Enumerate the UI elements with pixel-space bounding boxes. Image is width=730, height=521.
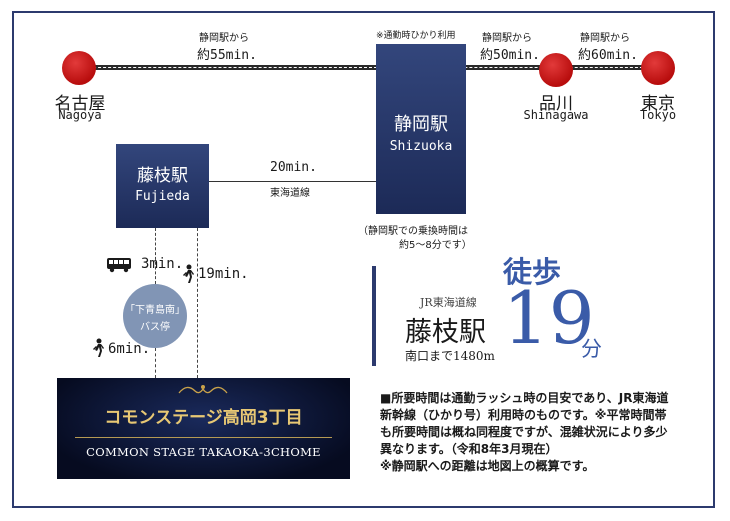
- shinagawa-time: 約50min.: [480, 48, 540, 63]
- walk-info-exit: 南口まで1480m: [405, 349, 495, 363]
- nagoya-time: 約55min.: [197, 48, 257, 63]
- shinagawa-label-en: Shinagawa: [523, 108, 589, 122]
- note-line: ※静岡駅への距離は地図上の概算です。: [380, 459, 595, 473]
- shinagawa-label: 品川: [539, 94, 573, 114]
- shizuoka-label-en: Shizuoka: [389, 139, 453, 154]
- bus-route-dashed-lower: [155, 348, 156, 378]
- walk-label: 徒歩: [503, 255, 562, 289]
- walking-person-icon: [90, 338, 106, 358]
- walk-info-station: 藤枝駅: [405, 317, 486, 348]
- fujieda-label-en: Fujieda: [135, 189, 190, 204]
- property-name: コモンステージ高岡3丁目: [104, 408, 303, 428]
- bus-stop-circle: 「下青島南」 バス停: [123, 284, 187, 348]
- fujieda-shizuoka-time: 20min.: [270, 160, 317, 175]
- bus-time: 3min.: [141, 256, 184, 272]
- bus-icon: [106, 257, 132, 273]
- tokyo-time: 約60min.: [578, 48, 638, 63]
- shinkansen-rail-line: [78, 65, 658, 70]
- bus-stop-name: 「下青島南」: [125, 305, 185, 316]
- walk-stop-time: 6min.: [108, 341, 151, 357]
- walking-person-icon: [180, 264, 196, 284]
- shizuoka-station-box: 静岡駅 Shizuoka: [376, 44, 466, 214]
- fujieda-station-box: 藤枝駅 Fujieda: [116, 144, 209, 228]
- property-name-en: COMMON STAGE TAKAOKA-3CHOME: [86, 445, 321, 459]
- walk-unit: 分: [581, 337, 602, 361]
- bus-stop-label: バス停: [140, 322, 170, 333]
- shinagawa-from-label: 静岡駅から: [482, 33, 532, 44]
- notes-block: ■所要時間は通勤ラッシュ時の目安であり、JR東海道新幹線（ひかり号）利用時のもの…: [380, 390, 670, 475]
- transfer-note-line1: （静岡駅での乗換時間は: [358, 226, 468, 237]
- shinagawa-station-marker: [539, 53, 573, 87]
- tokyo-from-label: 静岡駅から: [580, 33, 630, 44]
- nagoya-station-marker: [62, 51, 96, 85]
- transfer-note-line2: 約5～8分です）: [399, 240, 472, 251]
- shizuoka-hikari-note: ※通勤時ひかり利用: [376, 31, 456, 41]
- tokyo-label: 東京: [641, 94, 675, 114]
- fujieda-label: 藤枝駅: [137, 166, 188, 186]
- tokaido-line-connector: [209, 181, 376, 182]
- banner-divider: [75, 437, 332, 438]
- bus-route-dashed-upper: [155, 228, 156, 284]
- tokaido-line-label: 東海道線: [270, 188, 310, 199]
- walk-info-line: JR東海道線: [420, 296, 477, 309]
- map-frame: [12, 11, 715, 508]
- ornament-icon: [177, 382, 229, 396]
- walk-route-dashed: [197, 228, 198, 378]
- tokyo-label-en: Tokyo: [639, 108, 677, 122]
- nagoya-label-en: Nagoya: [58, 108, 102, 122]
- nagoya-label: 名古屋: [54, 94, 106, 114]
- nagoya-from-label: 静岡駅から: [199, 33, 249, 44]
- note-line: ■所要時間は通勤ラッシュ時の目安であり、JR東海道新幹線（ひかり号）利用時のもの…: [380, 391, 669, 456]
- property-banner: コモンステージ高岡3丁目 COMMON STAGE TAKAOKA-3CHOME: [57, 378, 350, 479]
- walk-info-bar: [372, 266, 376, 366]
- tokyo-station-marker: [641, 51, 675, 85]
- shizuoka-label: 静岡駅: [394, 114, 448, 135]
- walk-minutes: 19: [503, 276, 595, 360]
- walk-station-time: 19min.: [198, 266, 249, 282]
